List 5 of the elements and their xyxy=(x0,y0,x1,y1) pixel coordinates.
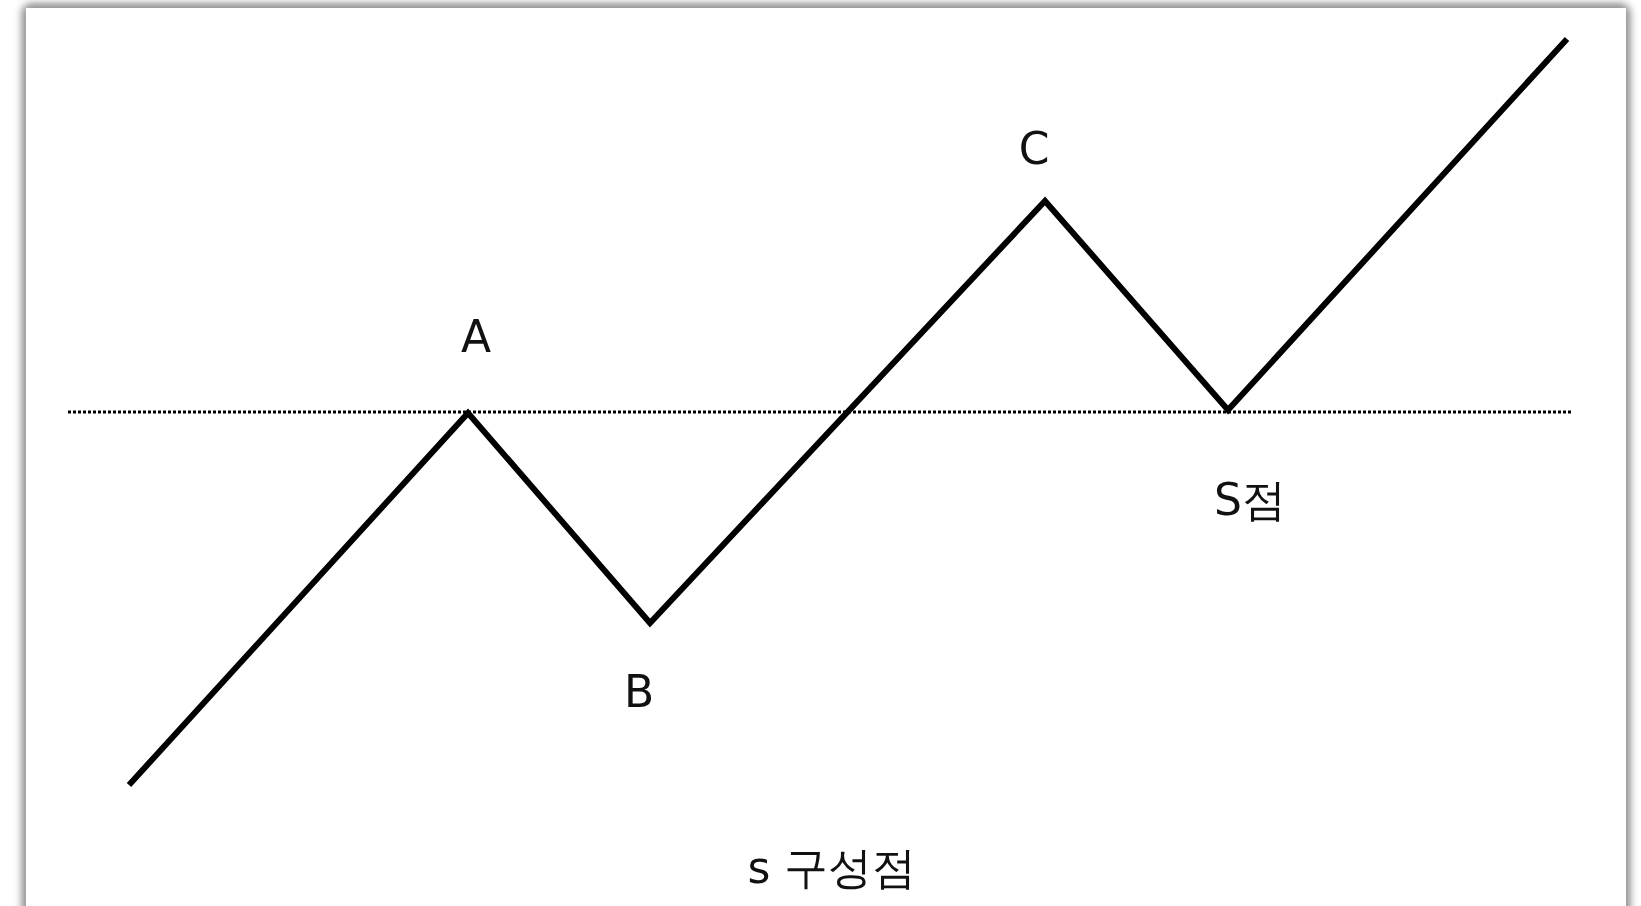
point-label: B xyxy=(623,670,655,714)
point-label: S점 xyxy=(1214,478,1286,522)
caption: s 구성점 xyxy=(747,846,917,890)
point-label: C xyxy=(1018,127,1050,171)
point-label: A xyxy=(460,315,492,359)
